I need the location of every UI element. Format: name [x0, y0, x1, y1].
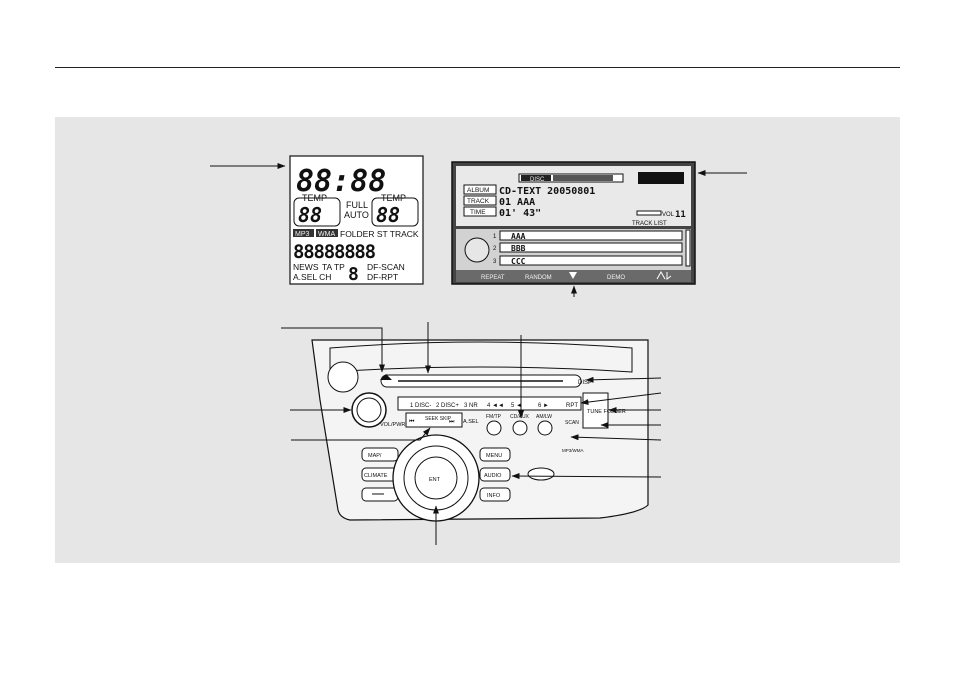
return-icon[interactable] [656, 270, 672, 280]
lcd-ta-tp: TA TP [322, 262, 345, 272]
lcd-segment-row: 88888888 [293, 241, 376, 263]
svg-text:⏭: ⏭ [449, 419, 455, 425]
scan-button[interactable]: SCAN [565, 420, 579, 426]
screen-vol-value: 11 [675, 210, 686, 220]
svg-text:CD/AUX: CD/AUX [510, 414, 530, 420]
tune-folder-label: TUNE FOLDER [587, 409, 626, 415]
preset-3[interactable]: 3 NR [464, 403, 478, 409]
nav-screen: DISC ALBUM CD-TEXT 20050801 TRACK 01 AAA… [451, 161, 696, 285]
screen-track-label: TRACK [467, 198, 490, 205]
lcd-auto-label: AUTO [344, 210, 369, 220]
audio-button[interactable]: AUDIO [484, 473, 502, 479]
soft-key-demo[interactable]: DEMO [607, 275, 625, 281]
fm-button[interactable] [486, 420, 502, 436]
info-button[interactable]: INFO [487, 493, 501, 499]
rpt-button[interactable]: RPT [566, 403, 578, 409]
list-item-2-text: BBB [511, 244, 526, 253]
eject-icon[interactable] [380, 374, 392, 380]
disp-button[interactable]: DISP [578, 380, 592, 386]
preset-1[interactable]: 1 DISC- [410, 403, 431, 409]
seek-skip-label[interactable]: SEEK SKIP [425, 416, 452, 422]
list-item-1-num: 1 [493, 234, 497, 240]
soft-key-random[interactable]: RANDOM [525, 275, 552, 281]
asel-button[interactable]: A.SEL [463, 419, 479, 425]
lcd-display: 88:88 TEMP 88 FULL AUTO TEMP 88 MP3 WMA … [289, 155, 424, 285]
menu-button[interactable]: MENU [486, 453, 502, 459]
lcd-mp3-badge: MP3 [295, 231, 310, 238]
callout-lines [210, 163, 747, 545]
lcd-clock: 88:88 [296, 164, 386, 199]
header-rule [55, 67, 900, 68]
svg-text:FM/TP: FM/TP [486, 414, 502, 420]
audio-head-unit: DISP 1 DISC- 2 DISC+ 3 NR 4 ◄◄ 5 ◄ 6 ► R… [311, 339, 649, 522]
svg-text:⏮: ⏮ [409, 419, 415, 425]
lcd-temp-label-left: TEMP [302, 193, 327, 203]
lcd-ch-digit: 8 [348, 264, 359, 285]
screen-vol-label: VOL [662, 212, 675, 218]
lcd-temp-left: 88 [298, 203, 322, 227]
lcd-temp-right: 88 [376, 203, 400, 227]
volume-label: VOL/PWR [380, 422, 405, 428]
screen-disc-label: DISC [530, 177, 545, 183]
preset-4[interactable]: 4 ◄◄ [487, 403, 504, 409]
screen-time-value: 01' 43" [499, 208, 541, 219]
enter-button[interactable]: ENT [429, 477, 441, 483]
screen-album-value: CD-TEXT 20050801 [499, 186, 595, 197]
am-button[interactable] [537, 420, 553, 436]
aux-jack-cover[interactable] [527, 467, 555, 481]
list-item-2-num: 2 [493, 246, 497, 252]
preset-5[interactable]: 5 ◄ [511, 403, 522, 409]
cd-aux-button[interactable] [512, 420, 528, 436]
mp3-wma-label: MP3/WMA [562, 448, 584, 453]
lcd-df-scan: DF-SCAN [367, 262, 405, 272]
screen-time-label: TIME [470, 209, 486, 216]
screen-track-value: 01 AAA [499, 197, 535, 208]
list-item-3-num: 3 [493, 259, 497, 265]
climate-button[interactable]: CLIMATE [364, 473, 388, 479]
screen-track-list-label: TRACK LIST [632, 221, 667, 227]
map-button[interactable]: MAP/ [368, 453, 382, 459]
soft-key-down-icon[interactable] [569, 272, 577, 279]
list-item-1-text: AAA [511, 232, 526, 241]
preset-6[interactable]: 6 ► [538, 403, 549, 409]
soft-key-repeat[interactable]: REPEAT [481, 275, 505, 281]
lcd-folder-st-track: FOLDER ST TRACK [340, 229, 419, 239]
lcd-df-rpt: DF-RPT [367, 272, 398, 282]
lcd-temp-label-right: TEMP [381, 193, 406, 203]
preset-2[interactable]: 2 DISC+ [436, 403, 459, 409]
lcd-full-label: FULL [346, 200, 368, 210]
lcd-news: NEWS [293, 262, 319, 272]
list-item-3-text: CCC [511, 257, 526, 266]
lcd-wma-badge: WMA [318, 231, 335, 238]
screen-album-label: ALBUM [467, 187, 489, 194]
lcd-asel-ch: A.SEL CH [293, 272, 331, 282]
svg-text:AM/LW: AM/LW [536, 414, 552, 420]
